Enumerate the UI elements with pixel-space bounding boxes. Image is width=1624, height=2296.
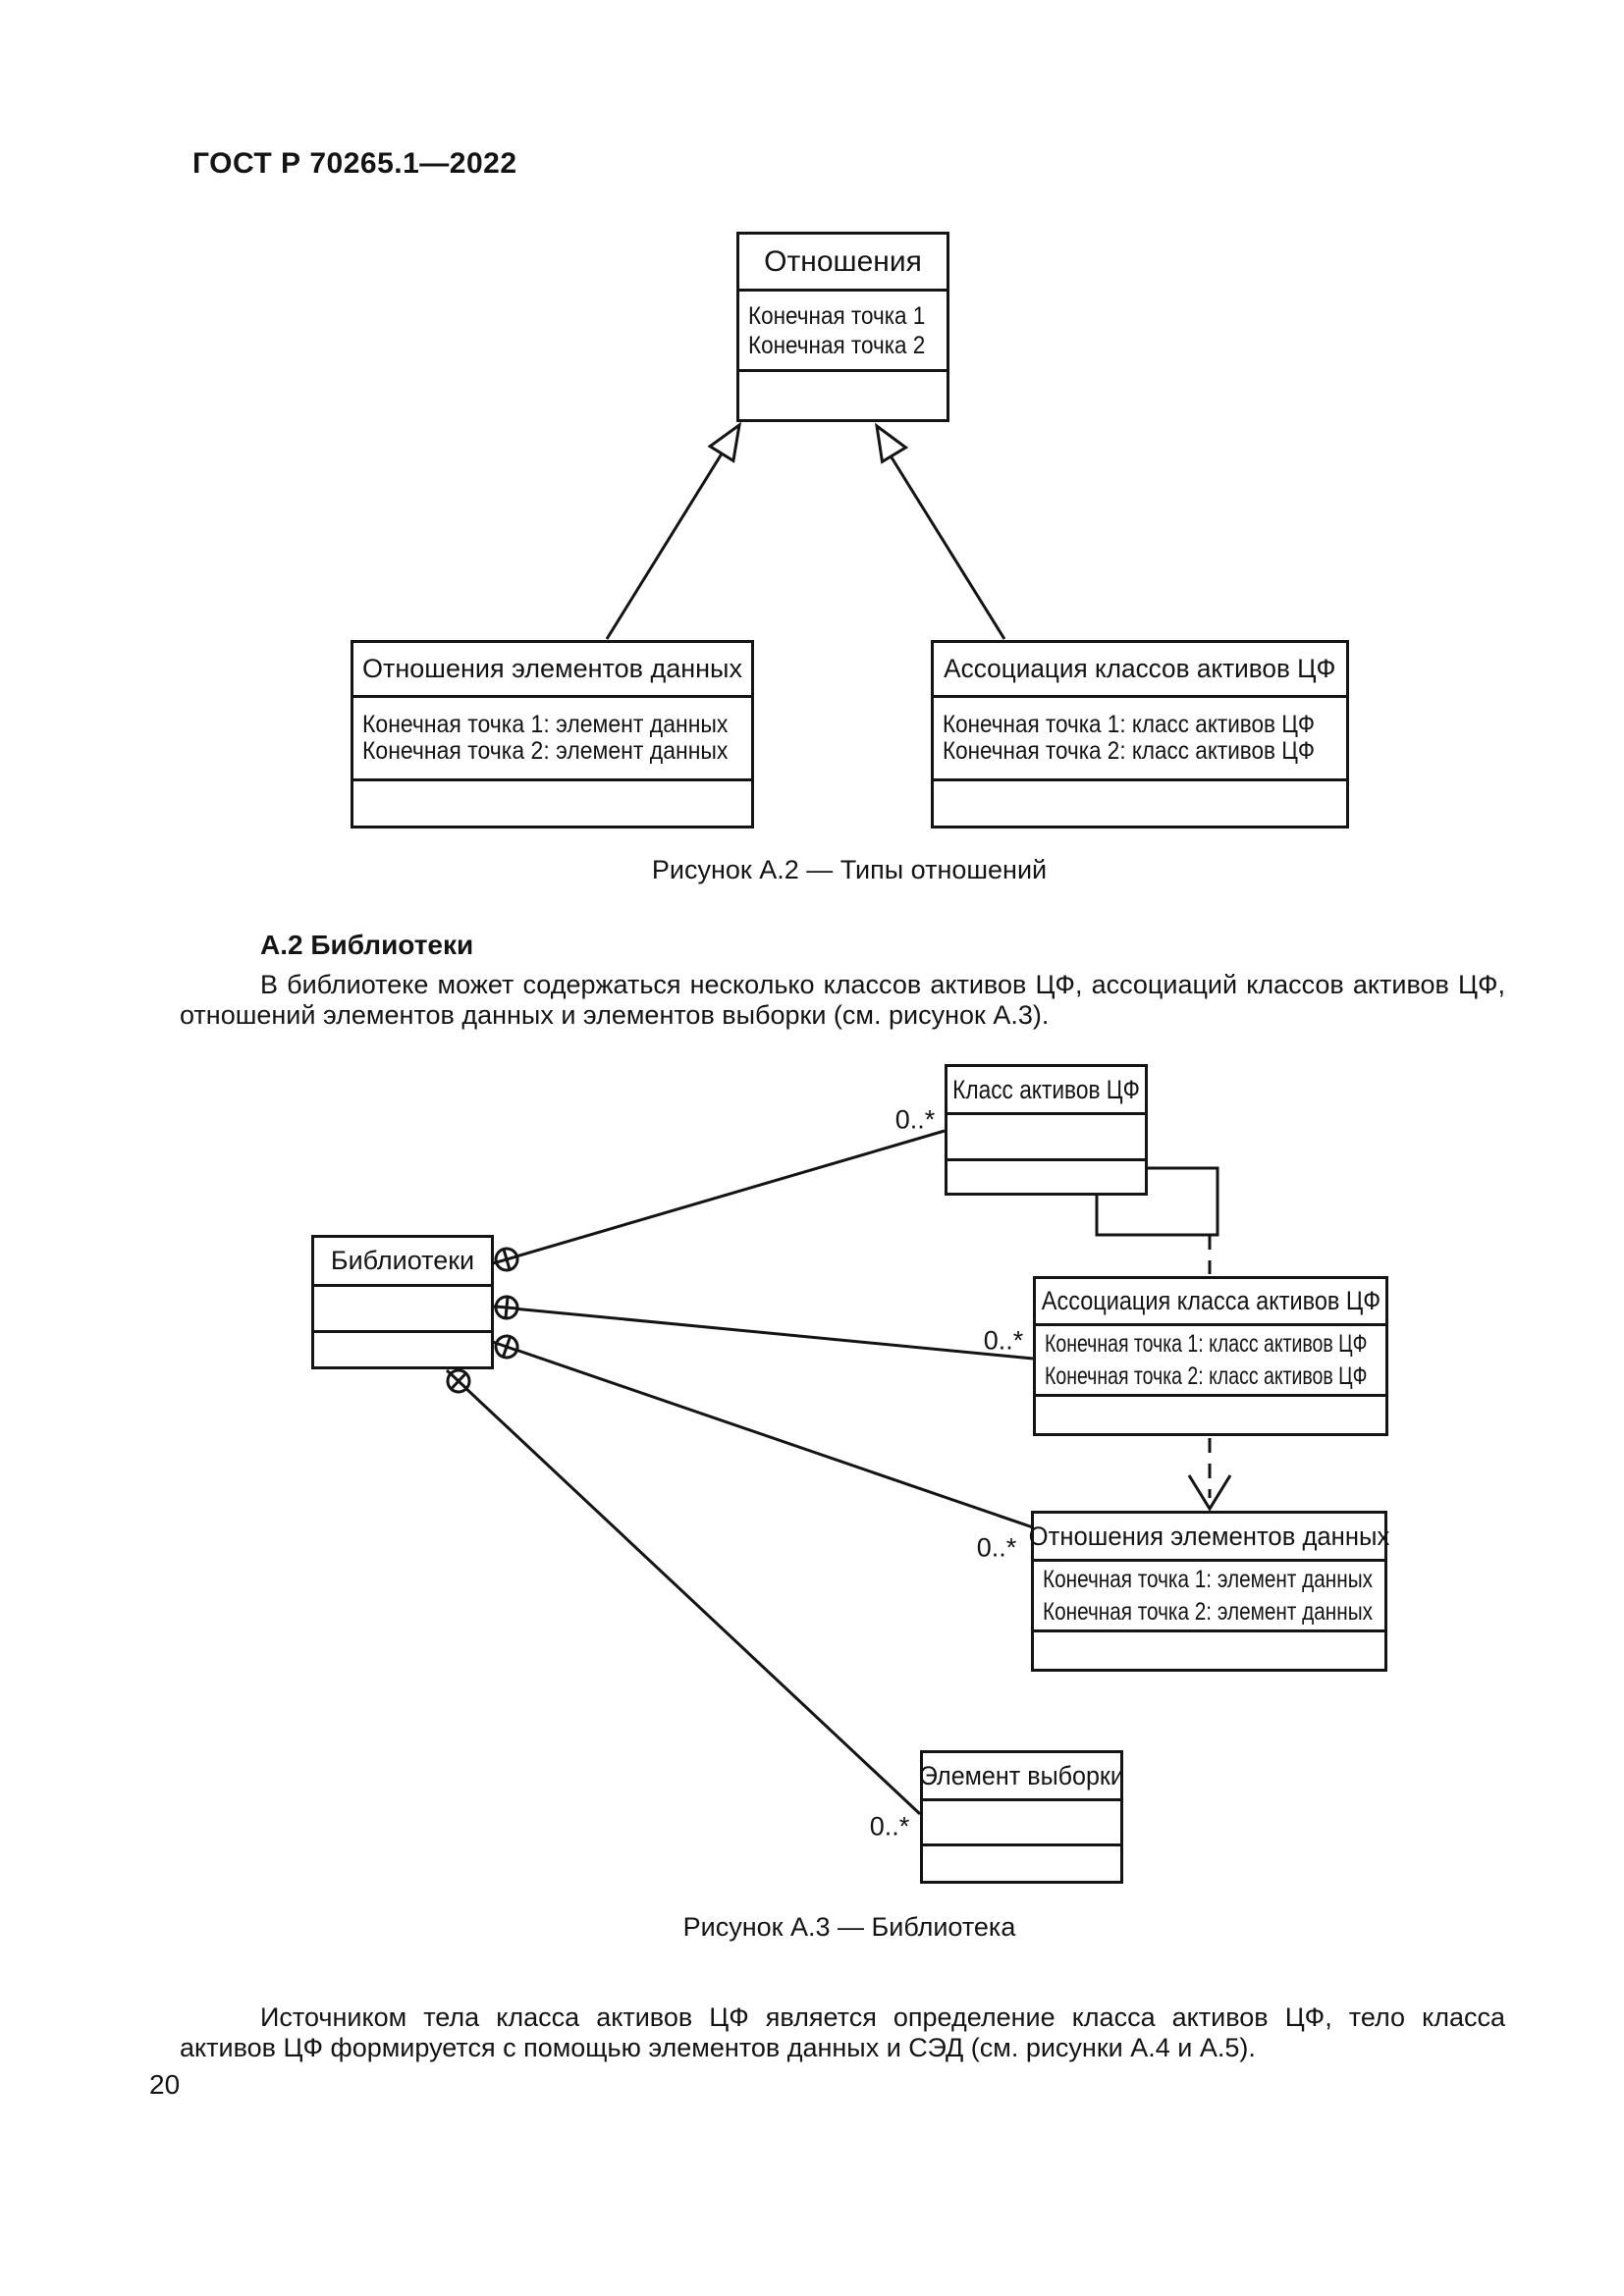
section-heading: А.2 Библиотеки: [260, 930, 474, 960]
class-operations-empty: [1036, 1394, 1385, 1433]
association-line-library-sample: [445, 1368, 922, 1816]
class-attributes-empty: [947, 1112, 1145, 1158]
multiplicity-label: 0..*: [869, 1811, 910, 1842]
class-title: Класс активов ЦФ: [952, 1074, 1140, 1104]
association-line-library-association: [492, 1305, 1034, 1361]
class-attributes: Конечная точка 1 Конечная точка 2: [739, 289, 947, 369]
attribute-line: Конечная точка 2: элемент данных: [1043, 1597, 1373, 1626]
attribute-line: Конечная точка 1: [748, 301, 926, 330]
figure-a3-caption: Рисунок А.3 — Библиотека: [682, 1912, 1016, 1942]
class-attributes: Конечная точка 1: класс активов ЦФ Конеч…: [1036, 1323, 1385, 1394]
class-title: Отношения элементов данных: [362, 654, 742, 683]
association-line-library-assetclass: [492, 1129, 946, 1265]
attribute-line: Конечная точка 2: класс активов ЦФ: [943, 737, 1315, 765]
self-association-loop: [1095, 1166, 1219, 1237]
class-operations-empty: [739, 369, 947, 419]
class-box-data-element-relations: Отношения элементов данных Конечная точк…: [351, 640, 754, 828]
class-title: Отношения: [764, 244, 922, 278]
class-box-relations-parent: Отношения Конечная точка 1 Конечная точк…: [736, 232, 949, 422]
class-box-asset-class-association-a3: Ассоциация класса активов ЦФ Конечная то…: [1033, 1276, 1388, 1436]
multiplicity-label: 0..*: [983, 1325, 1024, 1356]
inheritance-arrow-right: [874, 422, 1006, 640]
containment-connector-icon: [494, 1295, 519, 1320]
attribute-line: Конечная точка 1: элемент данных: [362, 711, 729, 738]
attribute-line: Конечная точка 1: класс активов ЦФ: [1045, 1329, 1368, 1358]
class-title: Библиотеки: [330, 1246, 475, 1275]
class-operations-empty: [947, 1158, 1145, 1193]
attribute-line: Конечная точка 2: класс активов ЦФ: [1045, 1362, 1368, 1390]
class-box-libraries: Библиотеки: [311, 1235, 494, 1369]
figure-a2-caption: Рисунок А.2 — Типы отношений: [651, 855, 1048, 884]
class-attributes: Конечная точка 1: класс активов ЦФ Конеч…: [934, 695, 1346, 778]
attribute-line: Конечная точка 2: элемент данных: [362, 737, 729, 765]
attribute-line: Конечная точка 1: элемент данных: [1043, 1565, 1373, 1593]
class-box-asset-class: Класс активов ЦФ: [945, 1064, 1148, 1196]
class-attributes-empty: [923, 1798, 1120, 1843]
page-number: 20: [149, 2069, 181, 2100]
attribute-line: Конечная точка 2: [748, 331, 926, 359]
class-title: Отношения элементов данных: [1028, 1521, 1390, 1551]
class-title: Ассоциация класса активов ЦФ: [1041, 1286, 1380, 1315]
closing-paragraph: Источником тела класса активов ЦФ являет…: [180, 2002, 1505, 2062]
multiplicity-label: 0..*: [894, 1104, 936, 1135]
class-box-asset-class-association: Ассоциация классов активов ЦФ Конечная т…: [931, 640, 1349, 828]
containment-connector-icon: [446, 1368, 471, 1394]
class-attributes-empty: [314, 1284, 491, 1330]
attribute-line: Конечная точка 1: класс активов ЦФ: [943, 711, 1315, 738]
class-operations-empty: [1034, 1629, 1384, 1669]
class-attributes: Конечная точка 1: элемент данных Конечна…: [1034, 1559, 1384, 1629]
association-line-library-relations: [492, 1340, 1034, 1529]
page-header: ГОСТ Р 70265.1—2022: [192, 147, 517, 180]
multiplicity-label: 0..*: [976, 1532, 1017, 1563]
inheritance-arrow-left: [605, 421, 742, 640]
class-operations-empty: [934, 778, 1346, 826]
class-operations-empty: [353, 778, 751, 826]
class-operations-empty: [314, 1330, 491, 1366]
dependency-arrowhead-icon: [1187, 1474, 1232, 1512]
containment-connector-icon: [494, 1334, 519, 1360]
containment-connector-icon: [494, 1247, 519, 1272]
class-operations-empty: [923, 1843, 1120, 1881]
class-box-sample-element: Элемент выборки: [919, 1750, 1124, 1884]
class-title: Элемент выборки: [919, 1760, 1124, 1790]
class-attributes: Конечная точка 1: элемент данных Конечна…: [353, 695, 751, 778]
section-paragraph: В библиотеке может содержаться несколько…: [180, 970, 1505, 1030]
class-title: Ассоциация классов активов ЦФ: [944, 654, 1336, 683]
class-box-data-element-relations-a3: Отношения элементов данных Конечная точк…: [1028, 1511, 1390, 1672]
